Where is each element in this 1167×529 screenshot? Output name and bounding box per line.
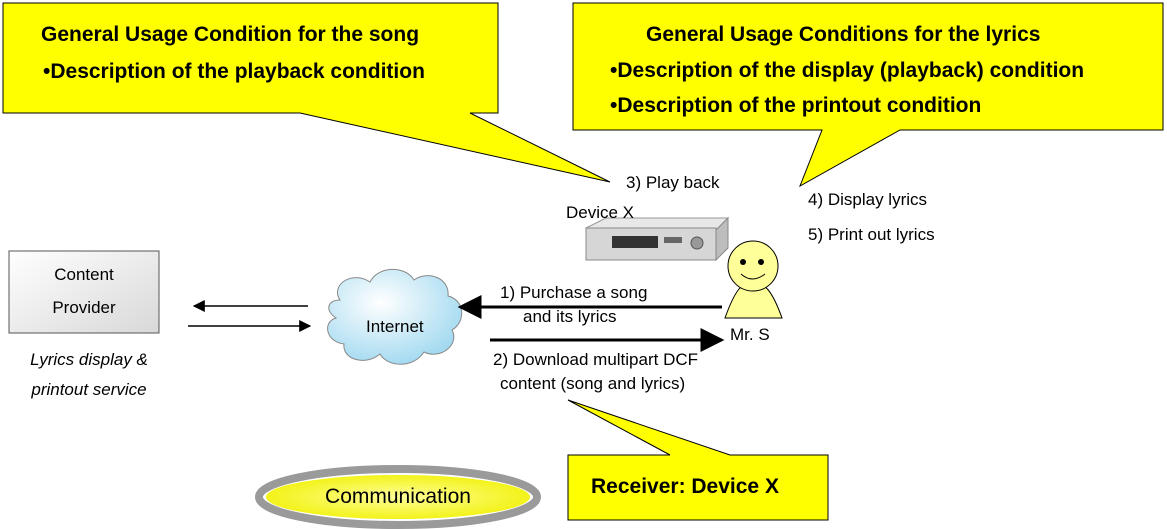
label-person: Mr. S bbox=[730, 325, 770, 344]
callout-receiver-shape bbox=[567, 399, 829, 521]
callout-song-title: General Usage Condition for the song bbox=[41, 23, 420, 46]
callout-receiver-label: Receiver: Device X bbox=[591, 475, 779, 498]
label-purchase-line1: 1) Purchase a song bbox=[500, 283, 648, 302]
label-display-lyrics: 4) Display lyrics bbox=[808, 190, 928, 209]
provider-service-line2: printout service bbox=[31, 380, 147, 399]
content-provider-box bbox=[8, 250, 160, 334]
provider-line2: Provider bbox=[52, 298, 116, 317]
label-download-line2: content (song and lyrics) bbox=[500, 374, 686, 393]
provider-line1: Content bbox=[54, 265, 114, 284]
label-device-x: Device X bbox=[566, 203, 635, 222]
label-play-back: 3) Play back bbox=[626, 173, 720, 192]
label-internet: Internet bbox=[366, 317, 424, 336]
callout-lyrics-title: General Usage Conditions for the lyrics bbox=[646, 23, 1041, 46]
callout-lyrics-shape bbox=[572, 2, 1164, 188]
provider-service-line1: Lyrics display & bbox=[30, 350, 148, 369]
callout-song-line1: •Description of the playback condition bbox=[43, 60, 425, 83]
communication-label: Communication bbox=[325, 485, 471, 508]
label-purchase-line2: and its lyrics bbox=[523, 307, 617, 326]
communication-badge bbox=[255, 465, 541, 529]
label-download-line1: 2) Download multipart DCF bbox=[493, 350, 699, 369]
callout-lyrics-line2: •Description of the printout condition bbox=[610, 94, 982, 117]
person-icon bbox=[724, 240, 783, 319]
callout-lyrics-line1: •Description of the display (playback) c… bbox=[610, 59, 1085, 82]
device-x-icon bbox=[585, 216, 730, 262]
label-print-lyrics: 5) Print out lyrics bbox=[808, 225, 935, 244]
internet-cloud bbox=[327, 268, 463, 365]
callout-song-shape bbox=[2, 2, 611, 183]
